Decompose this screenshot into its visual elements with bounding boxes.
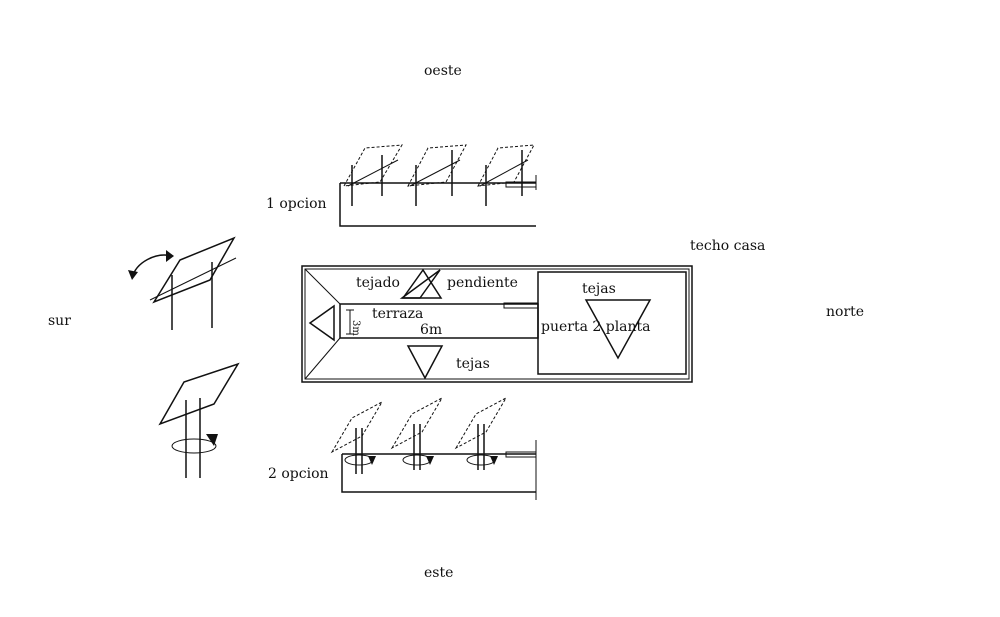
tejado-triangle [399,269,441,299]
puerta-room [537,271,687,375]
tejas-triangle-right [584,299,652,360]
side-panel-tilt [128,236,237,330]
option-1-rail [339,183,536,227]
side-dim-label: 3m [350,320,361,336]
terraza-triangle-left [308,304,335,342]
tejas-bottom-label: tejas [456,356,490,372]
tejas-right-label: tejas [582,281,616,297]
width-label: 6m [420,322,442,338]
option-2-panel-2 [390,396,444,470]
compass-north-label: norte [826,304,864,320]
puerta-label: puerta 2 planta [541,319,651,335]
tejas-triangle-down [406,345,444,380]
house-plan: techo casa 3m tejado pendiente terraza 6… [301,238,765,383]
roof-label: techo casa [690,238,765,254]
tejado-label: tejado [356,275,400,291]
tejado-triangle-up [401,268,443,299]
option-2-group: 2 opcion [268,396,537,500]
option-1-end-block [505,181,537,188]
pendiente-label: pendiente [447,275,518,291]
option-2-end-block [505,451,537,458]
option-1-panel-2 [407,144,467,206]
side-panel-rotate [158,362,240,478]
option-1-label: 1 opcion [266,196,327,212]
option-1-panel-3 [477,144,535,206]
option-2-label: 2 opcion [268,466,329,482]
rotate-arrow [171,438,217,454]
house-door-block [503,302,539,309]
option-2-panel-3 [454,396,508,470]
option-2-rail [341,454,536,493]
option-2-panel-1 [330,400,384,474]
compass-west-label: oeste [424,63,462,79]
option-1-group: 1 opcion [266,144,537,227]
option-1-panel-1 [343,144,403,206]
terraza-label: terraza [372,306,423,322]
house-outline [301,265,693,383]
compass-south-label: sur [48,313,71,329]
compass-east-label: este [424,565,453,581]
